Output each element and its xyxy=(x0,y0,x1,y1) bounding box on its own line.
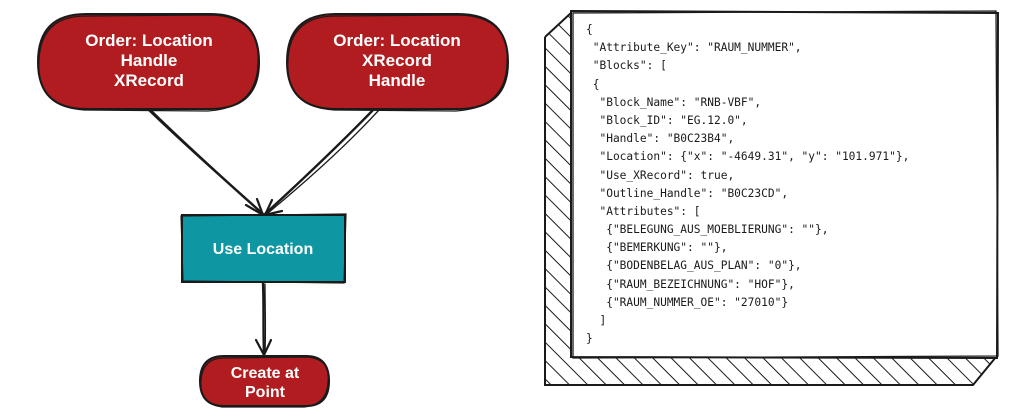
node-use-location[interactable]: Use Location xyxy=(180,213,347,284)
code-line: "Attributes": [ xyxy=(586,204,701,218)
code-line: {"RAUM_NUMMER_OE": "27010"} xyxy=(586,295,789,309)
node-label-line: XRecord xyxy=(362,51,432,70)
code-line: "Block_Name": "RNB-VBF", xyxy=(586,95,762,109)
code-line: {"BELEGUNG_AUS_MOEBLIERUNG": ""}, xyxy=(586,223,829,237)
node-label-line: Order: Location xyxy=(85,31,213,50)
code-line: "Attribute_Key": "RAUM_NUMMER", xyxy=(586,41,802,55)
code-line: { xyxy=(586,23,593,36)
code-line: } xyxy=(586,332,593,346)
node-label-line: Handle xyxy=(121,51,178,70)
node-label-line: Use Location xyxy=(213,241,313,258)
code-line: {"BEMERKUNG": ""}, xyxy=(586,241,728,255)
node-label-line: Handle xyxy=(369,71,426,90)
node-label-line: Create at xyxy=(231,365,300,382)
code-line: "Location": {"x": "-4649.31", "y": "101.… xyxy=(586,150,910,164)
code-line: "Handle": "B0C23B4", xyxy=(586,132,735,146)
arrow-right-to-use-location xyxy=(263,105,380,217)
code-panel-shadow xyxy=(544,11,997,386)
code-line: {"RAUM_BEZEICHNUNG": "HOF"}, xyxy=(586,277,795,291)
node-order-location-xrecord-handle[interactable]: Order: Location XRecord Handle xyxy=(285,13,510,112)
arrow-use-location-to-create xyxy=(254,281,273,358)
arrow-left-to-use-location xyxy=(145,106,266,218)
code-line: "Outline_Handle": "B0C23CD", xyxy=(586,186,789,200)
node-label-line: Point xyxy=(245,384,286,401)
node-create-at-point[interactable]: Create at Point xyxy=(198,355,331,408)
node-label-line: Order: Location xyxy=(333,31,461,50)
code-line: {"BODENBELAG_AUS_PLAN": "0"}, xyxy=(586,259,802,273)
code-panel-frame xyxy=(570,9,1000,360)
code-line: ] xyxy=(586,314,607,327)
node-order-location-handle-xrecord[interactable]: Order: Location Handle XRecord xyxy=(36,13,261,112)
node-label-line: XRecord xyxy=(114,71,184,90)
code-line: "Use_XRecord": true, xyxy=(586,168,735,182)
code-line: "Block_ID": "EG.12.0", xyxy=(586,113,748,127)
json-code-panel: { "Attribute_Key": "RAUM_NUMMER", "Block… xyxy=(576,12,996,356)
code-line: { xyxy=(586,77,600,91)
code-line: "Blocks": [ xyxy=(586,59,667,73)
